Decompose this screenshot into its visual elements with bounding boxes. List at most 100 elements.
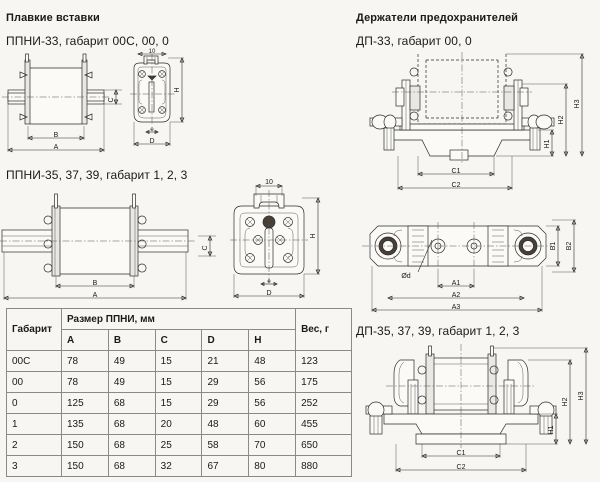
table-row: 3 150 68 32 67 80 880 [6,455,352,477]
cell-b: 68 [107,455,156,477]
dim-label-h1-2: H1 [548,425,555,434]
right-column-heading: Держатели предохранителей [356,12,519,24]
dim-label-dia-d: Ød [401,273,410,280]
ppni-spec-table: Габарит Размер ППНИ, мм Вес, г A B C D H… [6,308,352,477]
cell-c: 15 [154,392,203,414]
cell-weight: 123 [295,350,352,372]
header-dim-b: B [107,329,156,351]
cell-weight: 175 [295,371,352,393]
left-column: Плавкие вставки ППНИ-33, габарит 00С, 00… [0,12,352,477]
table-header-row-sub: A B C D H [7,329,352,351]
cell-c: 25 [154,434,203,456]
dim-label-h-2: H [310,233,317,238]
dim-label-b-2: B [93,280,98,287]
dim-label-ten: 10 [149,49,156,55]
dim-label-b: B [54,132,59,139]
cell-d: 21 [201,350,250,372]
dim-label-h3-2: H3 [578,391,585,400]
cell-a: 150 [60,455,109,477]
cell-a: 135 [60,413,109,435]
table-row: 00С 78 49 15 21 48 123 [6,350,352,372]
cell-weight: 455 [295,413,352,435]
header-dim-a: A [60,329,109,351]
ppni35-drawing: B A [0,188,200,306]
dim-label-c: C [108,97,115,102]
dp35-drawing: C1 C2 H1 H2 H3 [356,344,600,480]
dim-label-a2: A2 [452,292,461,299]
ppni35-caption: ППНИ-35, 37, 39, габарит 1, 2, 3 [6,168,188,182]
dim-label-h: H [174,87,181,92]
dim-label-c-2: C [202,245,209,250]
ppni33-drawing: B A C [0,49,200,162]
cell-b: 49 [107,371,156,393]
dim-label-c1: C1 [452,168,461,175]
left-column-heading: Плавкие вставки [6,12,100,24]
cell-weight: 880 [295,455,352,477]
cell-b: 68 [107,434,156,456]
cell-c: 20 [154,413,203,435]
header-gabarit: Габарит [6,308,62,351]
cell-gabarit: 00С [6,350,62,372]
cell-h: 60 [248,413,297,435]
dim-label-a1: A1 [452,280,461,287]
cell-h: 56 [248,392,297,414]
dim-label-b1: B1 [550,242,557,251]
ppni33-caption: ППНИ-33, габарит 00С, 00, 0 [6,34,169,48]
dim-label-h2-2: H2 [562,397,569,406]
dim-label-e-2: e [267,279,271,285]
dim-label-a: A [54,144,59,151]
cell-d: 48 [201,413,250,435]
dim-label-h3: H3 [574,99,581,108]
table-row: 1 135 68 20 48 60 455 [6,413,352,435]
dim-label-h1: H1 [544,139,551,148]
dim-label-c2-2: C2 [457,464,466,471]
dim-label-d-2: D [266,290,271,297]
cell-d: 67 [201,455,250,477]
dp33-caption: ДП-33, габарит 00, 0 [356,34,472,48]
cell-b: 68 [107,413,156,435]
header-dim-c: C [154,329,203,351]
right-column: Держатели предохранителей ДП-33, габарит… [356,0,600,482]
cell-b: 49 [107,350,156,372]
cell-gabarit: 00 [6,371,62,393]
cell-a: 78 [60,371,109,393]
cell-a: 78 [60,350,109,372]
table-header-row-group: Габарит Размер ППНИ, мм Вес, г [6,308,352,351]
dim-label-b2: B2 [566,242,573,251]
cell-a: 150 [60,434,109,456]
table-row: 00 78 49 15 29 56 175 [6,371,352,393]
cell-d: 58 [201,434,250,456]
cell-h: 56 [248,371,297,393]
dim-label-ten-2: 10 [265,179,273,186]
dp35-caption: ДП-35, 37, 39, габарит 1, 2, 3 [356,324,520,338]
cell-h: 80 [248,455,297,477]
cell-b: 68 [107,392,156,414]
cell-c: 15 [154,371,203,393]
ppni35-end-view-drawing: C [198,178,348,306]
dim-label-c2: C2 [452,182,461,189]
dim-label-a3: A3 [452,304,461,311]
header-dim-d: D [201,329,250,351]
cell-gabarit: 3 [6,455,62,477]
cell-a: 125 [60,392,109,414]
cell-gabarit: 0 [6,392,62,414]
cell-gabarit: 1 [6,413,62,435]
cell-weight: 252 [295,392,352,414]
cell-c: 15 [154,350,203,372]
dim-label-c1-2: C1 [457,450,466,457]
cell-h: 70 [248,434,297,456]
cell-c: 32 [154,455,203,477]
table-row: 0 125 68 15 29 56 252 [6,392,352,414]
cell-d: 29 [201,392,250,414]
header-dim-h: H [248,329,297,351]
cell-h: 48 [248,350,297,372]
cell-weight: 650 [295,434,352,456]
table-row: 2 150 68 25 58 70 650 [6,434,352,456]
dim-label-a-2: A [93,292,98,299]
dim-label-e: e [150,127,154,133]
cell-gabarit: 2 [6,434,62,456]
cell-d: 29 [201,371,250,393]
dim-label-d: D [149,138,154,145]
dim-label-h2: H2 [558,115,565,124]
header-weight: Вес, г [295,308,352,351]
